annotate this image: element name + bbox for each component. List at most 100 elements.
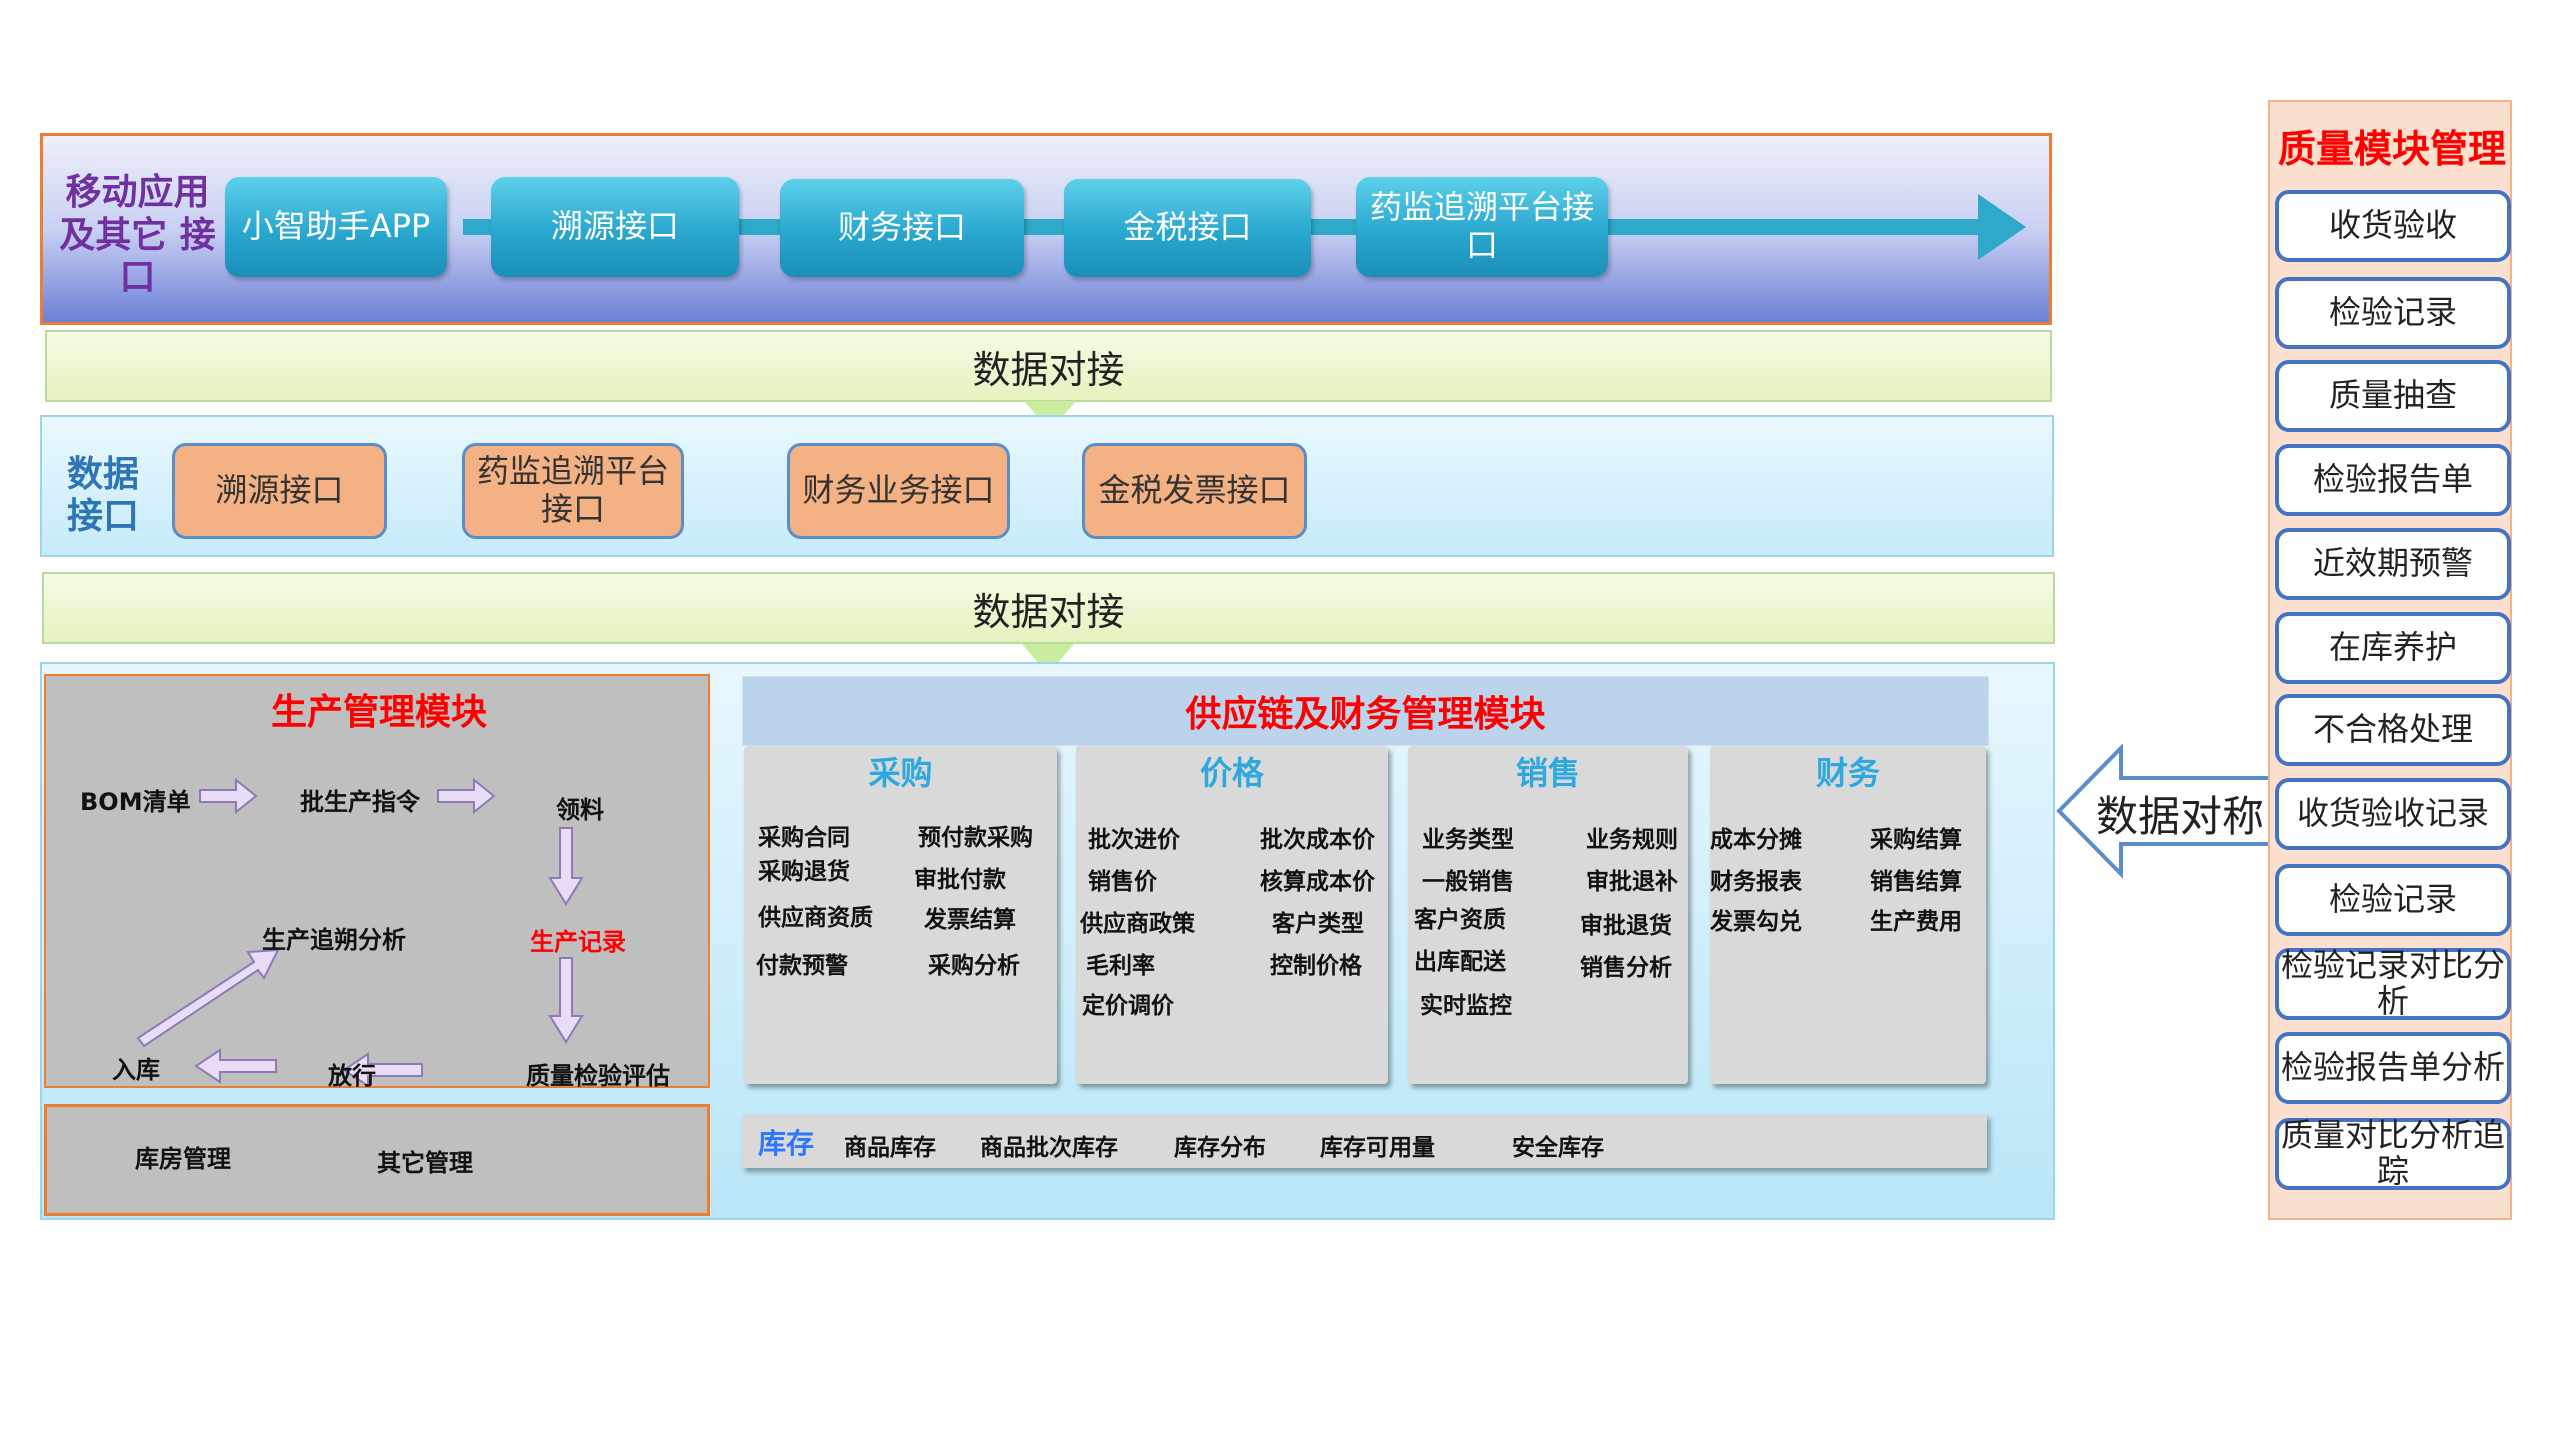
quality-item-comparison-tracking: 质量对比分析追踪 xyxy=(2275,1117,2511,1190)
list-item: 成本分摊 xyxy=(1710,827,1802,853)
supply-chain-title: 供应链及财务管理模块 xyxy=(1185,694,1546,735)
arrow-left-icon xyxy=(342,1052,423,1088)
data-band-title: 数据接口 xyxy=(66,453,139,537)
node-inbound: 入库 xyxy=(112,1056,160,1084)
data-docking-bar-top: 数据对接 xyxy=(45,330,2052,402)
main-modules-band: 生产管理模块 BOM清单 批生产指令 领料 生产记录 质量检验评估 放行 入库 … xyxy=(40,662,2055,1220)
quality-item-receiving-record: 收货验收记录 xyxy=(2275,778,2511,850)
mobile-box-finance-interface: 财务接口 xyxy=(780,179,1024,277)
inventory-label: 库存 xyxy=(758,1127,815,1160)
list-item: 销售价 xyxy=(1088,869,1157,895)
list-item: 预付款采购 xyxy=(918,825,1033,851)
list-item: 生产费用 xyxy=(1870,909,1962,935)
purchase-column: 采购 采购合同 预付款采购 采购退货 审批付款 供应商资质 发票结算 付款预警 … xyxy=(744,746,1057,1084)
quality-item-report-analysis: 检验报告单分析 xyxy=(2275,1032,2511,1104)
column-title: 采购 xyxy=(868,754,933,792)
list-item: 发票结算 xyxy=(924,907,1016,933)
mobile-band-title: 移动应用及其它 接口 xyxy=(59,172,216,299)
list-item: 审批付款 xyxy=(914,867,1006,893)
list-item: 批次进价 xyxy=(1088,827,1180,853)
list-item: 客户类型 xyxy=(1272,911,1364,937)
mobile-box-drug-trace-platform: 药监追溯平台接口 xyxy=(1356,177,1608,277)
arrow-right-icon xyxy=(437,777,496,815)
list-item: 财务报表 xyxy=(1710,869,1802,895)
node-batch-order: 批生产指令 xyxy=(300,788,420,816)
list-item: 付款预警 xyxy=(756,953,848,979)
list-item: 定价调价 xyxy=(1082,993,1174,1019)
list-item: 核算成本价 xyxy=(1260,869,1375,895)
inventory-item: 商品库存 xyxy=(844,1135,936,1161)
list-item: 业务类型 xyxy=(1422,827,1514,853)
storehouse-panel: 库房管理 其它管理 xyxy=(44,1104,710,1216)
list-item: 一般销售 xyxy=(1422,869,1514,895)
quality-module-panel: 质量模块管理 收货验收 检验记录 质量抽查 检验报告单 近效期预警 在库养护 不… xyxy=(2268,100,2512,1220)
list-item: 采购分析 xyxy=(928,953,1020,979)
inventory-item: 库存可用量 xyxy=(1320,1135,1435,1161)
list-item: 毛利率 xyxy=(1086,953,1155,979)
node-bom: BOM清单 xyxy=(80,788,191,816)
mobile-box-trace-interface: 溯源接口 xyxy=(491,177,739,277)
quality-item-inspection-record: 检验记录 xyxy=(2275,277,2511,349)
column-title: 价格 xyxy=(1199,754,1264,792)
arrow-left-icon xyxy=(194,1048,277,1084)
node-release: 放行 xyxy=(328,1062,376,1090)
data-box-finance-business: 财务业务接口 xyxy=(787,443,1010,539)
arrow-right-icon xyxy=(199,777,258,815)
arrow-down-icon xyxy=(548,827,584,906)
list-item: 供应商资质 xyxy=(758,905,873,931)
storehouse-management: 库房管理 xyxy=(135,1145,231,1173)
column-title: 财务 xyxy=(1815,754,1880,792)
production-module-title: 生产管理模块 xyxy=(270,692,487,733)
finance-column: 财务 成本分摊 采购结算 财务报表 销售结算 发票勾兑 生产费用 xyxy=(1710,746,1986,1084)
node-material: 领料 xyxy=(556,796,604,824)
data-box-tax-invoice: 金税发票接口 xyxy=(1082,443,1307,539)
sales-column: 销售 业务类型 业务规则 一般销售 审批退补 客户资质 审批退货 出库配送 销售… xyxy=(1408,746,1688,1084)
production-module-panel: 生产管理模块 BOM清单 批生产指令 领料 生产记录 质量检验评估 放行 入库 … xyxy=(44,674,710,1090)
data-interface-band: 数据接口 溯源接口 药监追溯平台接口 财务业务接口 金税发票接口 xyxy=(40,415,2054,557)
quality-item-record-comparison: 检验记录对比分析 xyxy=(2275,947,2511,1020)
inventory-bar: 库存 商品库存 商品批次库存 库存分布 库存可用量 安全库存 xyxy=(742,1114,1987,1168)
quality-item-nonconformity: 不合格处理 xyxy=(2275,694,2511,766)
quality-item-quality-spot-check: 质量抽查 xyxy=(2275,360,2511,432)
list-item: 审批退货 xyxy=(1580,913,1672,939)
list-item: 审批退补 xyxy=(1586,869,1678,895)
inventory-item: 库存分布 xyxy=(1174,1135,1266,1161)
inventory-item: 安全库存 xyxy=(1512,1135,1604,1161)
list-item: 出库配送 xyxy=(1414,949,1506,975)
data-box-trace-interface: 溯源接口 xyxy=(172,443,387,539)
list-item: 发票勾兑 xyxy=(1710,909,1802,935)
data-box-drug-trace-platform: 药监追溯平台接口 xyxy=(462,443,684,539)
quality-item-receiving-acceptance: 收货验收 xyxy=(2275,190,2511,262)
node-production-record: 生产记录 xyxy=(530,928,626,956)
arrow-up-right-icon xyxy=(136,948,280,1048)
node-quality-eval: 质量检验评估 xyxy=(526,1062,670,1090)
list-item: 采购结算 xyxy=(1870,827,1962,853)
list-item: 供应商政策 xyxy=(1080,911,1195,937)
supply-chain-header: 供应链及财务管理模块 xyxy=(742,676,1989,746)
list-item: 业务规则 xyxy=(1586,827,1678,853)
quality-item-inspection-record-2: 检验记录 xyxy=(2275,864,2511,936)
list-item: 批次成本价 xyxy=(1260,827,1375,853)
quality-item-expiry-warning: 近效期预警 xyxy=(2275,528,2511,600)
mobile-interface-band: 移动应用及其它 接口 小智助手APP 溯源接口 财务接口 金税接口 药监追溯平台… xyxy=(40,133,2052,325)
list-item: 采购退货 xyxy=(758,859,850,885)
list-item: 客户资质 xyxy=(1414,907,1506,933)
mobile-box-tax-interface: 金税接口 xyxy=(1064,179,1311,277)
data-symmetry-label: 数据对称 xyxy=(2095,791,2264,841)
node-trace-analysis: 生产追朔分析 xyxy=(262,926,406,954)
data-docking-bar-bottom: 数据对接 xyxy=(42,572,2055,644)
inventory-item: 商品批次库存 xyxy=(980,1135,1118,1161)
list-item: 采购合同 xyxy=(758,825,850,851)
column-title: 销售 xyxy=(1515,754,1580,792)
production-flow-arrows xyxy=(136,777,584,1088)
mobile-box-assistant-app: 小智助手APP xyxy=(225,177,447,277)
arrow-down-icon xyxy=(548,957,584,1044)
list-item: 控制价格 xyxy=(1270,953,1362,979)
quality-item-storage-maintenance: 在库养护 xyxy=(2275,612,2511,684)
other-management: 其它管理 xyxy=(377,1149,473,1177)
list-item: 销售分析 xyxy=(1580,955,1672,981)
price-column: 价格 批次进价 批次成本价 销售价 核算成本价 供应商政策 客户类型 毛利率 控… xyxy=(1076,746,1388,1084)
list-item: 销售结算 xyxy=(1870,869,1962,895)
quality-item-inspection-report: 检验报告单 xyxy=(2275,444,2511,516)
list-item: 实时监控 xyxy=(1420,993,1512,1019)
